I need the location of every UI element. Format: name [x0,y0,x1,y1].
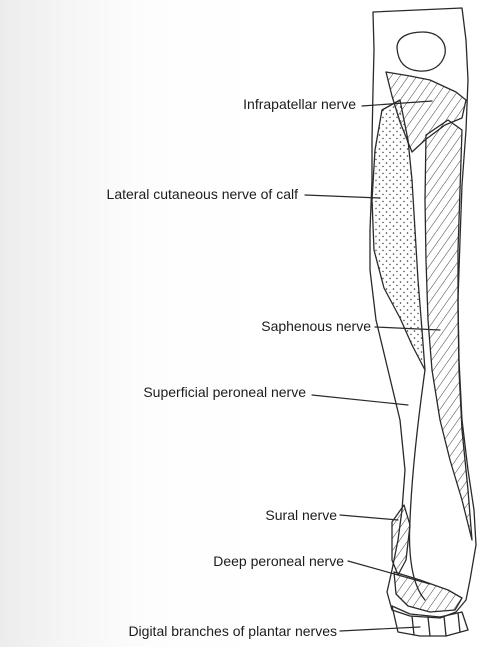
label-lateral-cutaneous-nerve: Lateral cutaneous nerve of calf [107,186,298,202]
leader-digital-branches [340,627,420,631]
superficial-peroneal-boundary [410,370,425,600]
patella [397,32,445,71]
label-deep-peroneal-nerve: Deep peroneal nerve [213,553,344,569]
deep-peroneal-region [394,572,462,612]
label-infrapatellar-nerve: Infrapatellar nerve [243,96,356,112]
label-superficial-peroneal-nerve: Superficial peroneal nerve [143,384,306,400]
label-digital-branches: Digital branches of plantar nerves [128,623,337,639]
leader-lateral-cutaneous [305,195,380,198]
sural-region [392,505,410,575]
label-sural-nerve: Sural nerve [265,507,337,523]
label-saphenous-nerve: Saphenous nerve [261,318,371,334]
leader-superficial-peroneal [312,395,408,405]
leader-sural [340,515,398,520]
